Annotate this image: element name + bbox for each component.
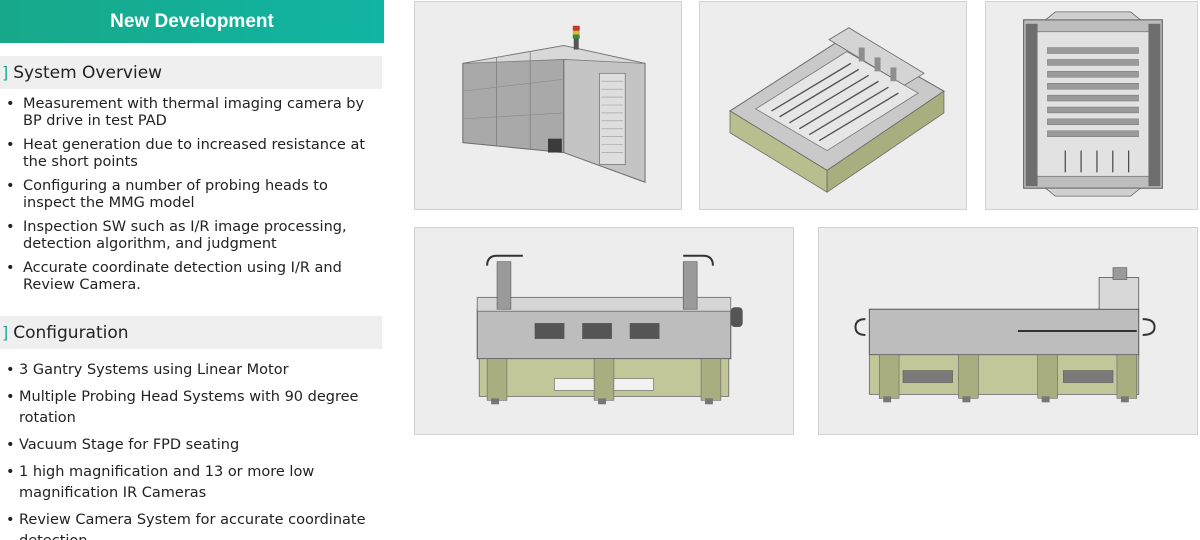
- list-item: Multiple Probing Head Systems with 90 de…: [0, 387, 410, 429]
- enclosure-drawing: [462, 25, 646, 183]
- machine-enclosure-image: [414, 1, 682, 210]
- system-overview-heading: System Overview: [13, 62, 163, 83]
- bracket-icon: ]: [2, 323, 9, 342]
- isometric-drawing: [729, 27, 945, 193]
- configuration-header: ] Configuration: [0, 316, 382, 349]
- list-item: Vacuum Stage for FPD seating: [0, 435, 410, 456]
- configuration-list: 3 Gantry Systems using Linear Motor Mult…: [0, 360, 410, 540]
- machine-front-view-image: [414, 227, 794, 435]
- list-item: Measurement with thermal imaging camera …: [0, 96, 384, 130]
- machine-top-view-image: [985, 1, 1198, 210]
- section-banner: New Development: [0, 0, 384, 43]
- list-item: Configuring a number of probing heads to…: [0, 178, 384, 212]
- machine-isometric-image: [699, 1, 967, 210]
- list-item: Accurate coordinate detection using I/R …: [0, 260, 384, 294]
- system-overview-header: ] System Overview: [0, 56, 382, 89]
- machine-side-view-image: [818, 227, 1198, 435]
- top-view-drawing: [1023, 11, 1163, 197]
- list-item: Heat generation due to increased resista…: [0, 137, 384, 171]
- list-item: Review Camera System for accurate coordi…: [0, 510, 410, 540]
- list-item: Inspection SW such as I/R image processi…: [0, 219, 384, 253]
- front-view-drawing: [476, 254, 743, 405]
- banner-title: New Development: [110, 10, 274, 32]
- list-item: 1 high magnification and 13 or more low …: [0, 462, 410, 504]
- side-view-drawing: [854, 267, 1156, 403]
- list-item: 3 Gantry Systems using Linear Motor: [0, 360, 410, 381]
- bracket-icon: ]: [2, 63, 9, 82]
- configuration-heading: Configuration: [13, 322, 129, 343]
- system-overview-list: Measurement with thermal imaging camera …: [0, 96, 384, 294]
